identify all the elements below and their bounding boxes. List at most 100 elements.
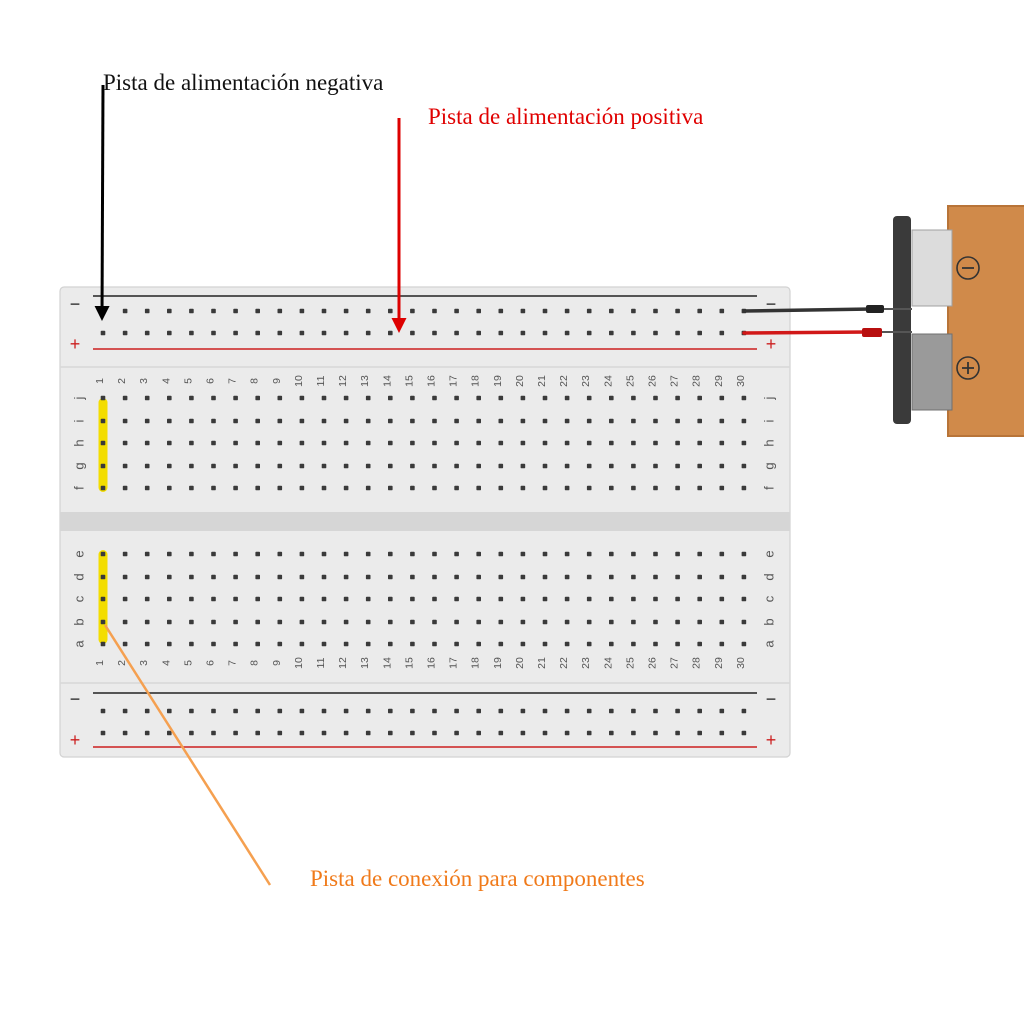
hole [432,596,437,602]
hole [299,485,305,491]
column-number: 19 [492,657,504,669]
hole [233,308,238,314]
hole [100,708,106,714]
hole [343,730,349,736]
hole [520,463,526,469]
hole [189,641,194,647]
hole [476,440,481,446]
column-number: 11 [315,657,327,668]
column-number: 6 [205,378,217,384]
hole [299,308,305,314]
column-number: 24 [602,375,614,387]
hole [675,440,680,446]
row-letter: a [762,640,777,648]
hole [609,463,614,469]
hole [189,330,194,336]
hole [343,418,349,424]
hole [609,551,614,557]
hole [653,596,658,602]
hole [542,308,548,314]
hole [167,730,172,736]
hole [498,641,504,647]
hole [343,395,349,401]
hole [211,641,216,647]
column-number: 25 [624,375,636,387]
hole [631,551,636,557]
hole [586,418,592,424]
component-track-arrow [103,624,272,886]
hole [144,418,150,424]
column-number: 16 [426,375,438,387]
hole [167,708,172,714]
column-number: 30 [735,375,747,387]
column-number: 17 [448,375,460,387]
hole [719,485,725,491]
column-number: 13 [359,657,371,669]
hole [321,418,327,424]
hole [365,440,371,446]
hole [277,708,283,714]
hole [388,574,393,580]
row-letter: e [72,550,87,557]
hole [476,551,481,557]
hole [321,308,327,314]
hole [388,418,393,424]
hole [520,418,526,424]
hole [454,708,459,714]
hole [476,574,481,580]
hole [189,395,194,401]
hole [609,485,614,491]
hole [498,551,504,557]
hole [277,463,283,469]
hole [388,330,393,336]
hole [520,730,526,736]
hole [233,440,238,446]
hole [631,395,636,401]
hole [365,330,371,336]
hole [520,641,526,647]
hole [498,574,504,580]
hole [476,463,481,469]
hole [167,485,172,491]
hole [365,708,371,714]
hole [189,485,194,491]
hole [255,330,260,336]
battery-minus-icon [956,256,980,280]
hole [388,308,393,314]
hole [432,440,437,446]
hole [697,551,702,557]
row-letter: h [762,439,777,446]
hole [410,619,415,625]
hole [741,440,747,446]
hole [277,641,283,647]
row-f-holes [100,485,747,491]
column-number: 5 [182,378,194,384]
hole [122,641,128,647]
hole [122,395,128,401]
hole [697,485,702,491]
hole [476,641,481,647]
hole [542,619,548,625]
top-left-plus-symbol: + [70,334,81,354]
hole [432,641,437,647]
column-number: 2 [116,660,128,666]
battery-plus-icon [956,356,980,380]
hole [586,551,592,557]
hole [255,708,260,714]
battery-terminal-negative [911,229,953,307]
hole [675,330,680,336]
hole [299,708,305,714]
hole [410,574,415,580]
column-number: 14 [381,375,393,387]
hole [410,395,415,401]
hole [233,730,238,736]
hole [343,708,349,714]
hole [609,574,614,580]
hole [609,395,614,401]
row-a-holes [100,641,747,647]
hole [211,418,216,424]
hole [741,730,747,736]
hole [609,330,614,336]
hole [365,574,371,580]
hole [476,708,481,714]
